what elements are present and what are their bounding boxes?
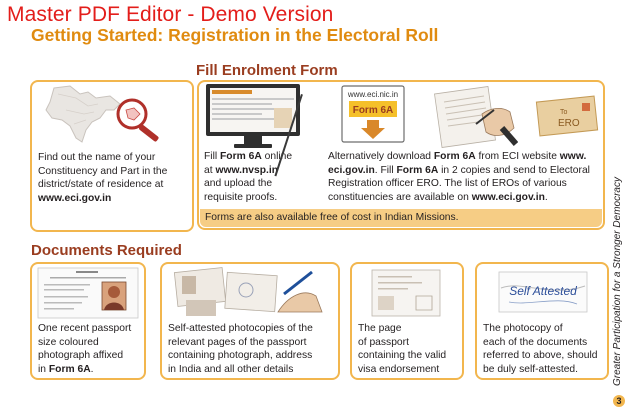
- text-line: visa endorsement: [358, 363, 440, 375]
- text-line: relevant pages of the passport: [168, 336, 307, 348]
- text-line: each of the documents: [483, 336, 588, 348]
- hand-filling-form-illustration: [434, 86, 518, 148]
- watermark: Master PDF Editor - Demo Version: [7, 3, 334, 26]
- text-line: Registration officer ERO. The list of ER…: [328, 178, 567, 190]
- text-line: photograph affixed: [38, 350, 124, 362]
- visa-page-illustration: [371, 269, 441, 317]
- text-line: referred to above, should: [483, 350, 598, 362]
- eci-website-link: www.eci.gov.in: [38, 192, 112, 204]
- text-line: www.eci.gov.in: [38, 192, 167, 206]
- doc-card-text: Self-attested photocopies of the relevan…: [168, 322, 313, 376]
- text-line: eci.gov.in. Fill Form 6A in 2 copies and…: [328, 164, 590, 176]
- text-line: in Form 6A.: [38, 363, 94, 375]
- text-line: size coloured: [38, 336, 99, 348]
- envelope-to-label: To: [560, 109, 568, 116]
- text-line: Fill Form 6A online: [204, 151, 293, 162]
- find-constituency-panel: Find out the name of your Constituency a…: [30, 80, 194, 232]
- text-line: of passport: [358, 336, 409, 348]
- nvsp-website-link: www.nvsp.in: [215, 164, 279, 176]
- form-with-photo-illustration: [37, 267, 139, 319]
- page-number: 3: [613, 395, 625, 407]
- side-caption: Greater Participation for a Stronger Dem…: [612, 177, 623, 386]
- envelope-ero-label: ERO: [558, 118, 580, 129]
- envelope-to-ero-illustration: To ERO: [535, 95, 599, 137]
- download-form-text: Alternatively download Form 6A from ECI …: [328, 150, 590, 204]
- download-form-screen-illustration: www.eci.nic.in Form 6A: [341, 85, 405, 143]
- page-title: Getting Started: Registration in the Ele…: [31, 25, 439, 45]
- enrolment-section-title: Fill Enrolment Form: [196, 62, 338, 79]
- screen-url-label: www.eci.nic.in: [347, 90, 398, 99]
- text-line: requisite proofs.: [204, 191, 278, 203]
- eci-website-link: www.eci.gov.in: [471, 191, 545, 203]
- text-line: One recent passport: [38, 323, 132, 334]
- missions-note: Forms are also available free of cost in…: [200, 209, 602, 227]
- doc-card-passport-pages: Self-attested photocopies of the relevan…: [160, 262, 340, 380]
- screen-form-label: Form 6A: [353, 105, 394, 116]
- doc-card-photograph: One recent passport size coloured photog…: [30, 262, 146, 380]
- text-line: The photocopy of: [483, 323, 563, 334]
- passport-photocopies-illustration: [173, 267, 323, 316]
- text-line: Constituency and Part in the: [38, 165, 168, 177]
- doc-card-text: The page of passport containing the vali…: [358, 322, 446, 376]
- self-attested-stamp-text: Self Attested: [509, 284, 577, 298]
- doc-card-text: One recent passport size coloured photog…: [38, 322, 131, 376]
- text-line: Find out the name of your: [38, 152, 156, 163]
- online-form-monitor-illustration: [206, 84, 300, 148]
- text-line: Self-attested photocopies of the: [168, 323, 313, 334]
- doc-card-visa-page: The page of passport containing the vali…: [350, 262, 464, 380]
- doc-card-text: The photocopy of each of the documents r…: [483, 322, 597, 376]
- find-constituency-text: Find out the name of your Constituency a…: [38, 151, 167, 205]
- self-attested-stamp-illustration: Self Attested: [498, 271, 588, 313]
- text-line: The page: [358, 323, 402, 334]
- text-line: in India and all other details: [168, 363, 294, 375]
- text-line: containing photograph, address: [168, 350, 313, 362]
- text-line: containing the valid: [358, 350, 447, 362]
- text-line: at www.nvsp.in: [204, 164, 279, 176]
- documents-section-title: Documents Required: [31, 242, 182, 259]
- text-line: district/state of residence at: [38, 179, 164, 191]
- india-map-magnifier-illustration: [45, 85, 159, 143]
- online-form-text: Fill Form 6A online at www.nvsp.in and u…: [204, 150, 292, 204]
- text-line: be duly self-attested.: [483, 363, 579, 375]
- text-line: and upload the: [204, 178, 273, 190]
- text-line: constituencies are available on www.eci.…: [328, 191, 548, 203]
- doc-card-self-attested: Self Attested The photocopy of each of t…: [475, 262, 609, 380]
- text-line: Alternatively download Form 6A from ECI …: [328, 151, 587, 162]
